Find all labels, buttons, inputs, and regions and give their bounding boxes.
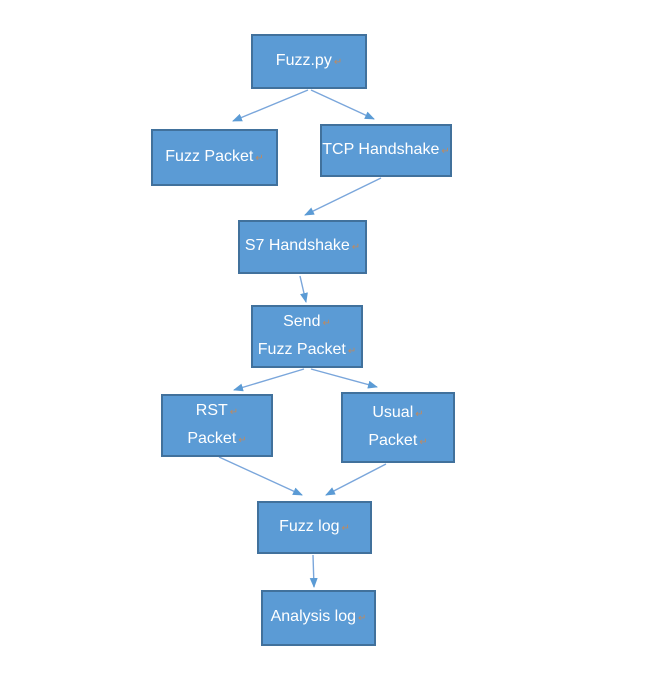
node-label-row: Packet↵	[368, 428, 427, 456]
node-label: RST	[195, 401, 228, 419]
arrow-fuzz-py-to-fuzz-packet[interactable]	[232, 89, 309, 122]
paragraph-return-mark: ↵	[255, 152, 264, 164]
node-label: Usual	[372, 403, 414, 421]
paragraph-return-mark: ↵	[229, 406, 239, 418]
paragraph-return-mark: ↵	[351, 242, 361, 253]
node-label: Send	[283, 312, 321, 330]
paragraph-return-mark: ↵	[322, 317, 331, 329]
node-label-row: Fuzz Packet↵	[165, 144, 263, 172]
node-fuzz-log[interactable]: Fuzz log↵	[257, 501, 372, 554]
node-label: Fuzz.py	[275, 51, 332, 69]
node-label-row: Analysis log↵	[271, 604, 367, 632]
paragraph-return-mark: ↵	[415, 408, 424, 420]
node-label-row: Fuzz log↵	[279, 514, 350, 542]
paragraph-return-mark: ↵	[441, 145, 450, 157]
node-label-row: TCP Handshake↵	[322, 137, 450, 165]
node-label-row: S7 Handshake↵	[245, 233, 360, 261]
paragraph-return-mark: ↵	[347, 345, 357, 357]
node-analysis-log[interactable]: Analysis log↵	[261, 590, 376, 646]
node-rst-packet[interactable]: RST↵ Packet↵	[161, 394, 273, 457]
node-label-row: Usual↵	[372, 400, 423, 428]
node-label: Fuzz Packet	[165, 147, 254, 165]
node-label: Packet	[368, 431, 418, 449]
node-label: Packet	[187, 429, 237, 447]
paragraph-return-mark: ↵	[341, 522, 350, 534]
node-label-row: Fuzz Packet↵	[258, 337, 356, 365]
arrow-fuzz-py-to-tcp-handshake[interactable]	[310, 89, 375, 120]
paragraph-return-mark: ↵	[333, 56, 343, 68]
paragraph-return-mark: ↵	[357, 613, 367, 624]
node-label-row: Send↵	[283, 309, 331, 337]
arrow-usual-packet-to-fuzz-log[interactable]	[325, 463, 387, 496]
arrow-send-fuzz-packet-to-usual-packet[interactable]	[310, 368, 378, 389]
arrow-tcp-handshake-to-s7-handshake[interactable]	[304, 177, 382, 216]
node-fuzz-packet[interactable]: Fuzz Packet↵	[151, 129, 278, 186]
paragraph-return-mark: ↵	[419, 436, 428, 448]
node-label: S7 Handshake	[244, 237, 350, 254]
arrow-s7-handshake-to-send-fuzz-packet[interactable]	[299, 275, 308, 303]
node-label-row: RST↵	[196, 398, 238, 426]
arrow-fuzz-log-to-analysis-log[interactable]	[309, 554, 318, 588]
arrow-rst-packet-to-fuzz-log[interactable]	[218, 456, 303, 496]
node-label: Fuzz Packet	[257, 340, 346, 358]
node-fuzz-py[interactable]: Fuzz.py↵	[251, 34, 367, 89]
node-label: TCP Handshake	[322, 140, 440, 158]
node-usual-packet[interactable]: Usual↵ Packet↵	[341, 392, 455, 463]
node-label: Analysis log	[270, 608, 356, 625]
paragraph-return-mark: ↵	[238, 434, 247, 446]
node-label-row: Packet↵	[187, 426, 246, 454]
node-s7-handshake[interactable]: S7 Handshake↵	[238, 220, 367, 274]
node-label: Fuzz log	[279, 517, 340, 535]
node-label-row: Fuzz.py↵	[276, 48, 342, 76]
arrow-send-fuzz-packet-to-rst-packet[interactable]	[233, 368, 305, 392]
node-send-fuzz-packet[interactable]: Send↵ Fuzz Packet↵	[251, 305, 363, 368]
node-tcp-handshake[interactable]: TCP Handshake↵	[320, 124, 452, 177]
